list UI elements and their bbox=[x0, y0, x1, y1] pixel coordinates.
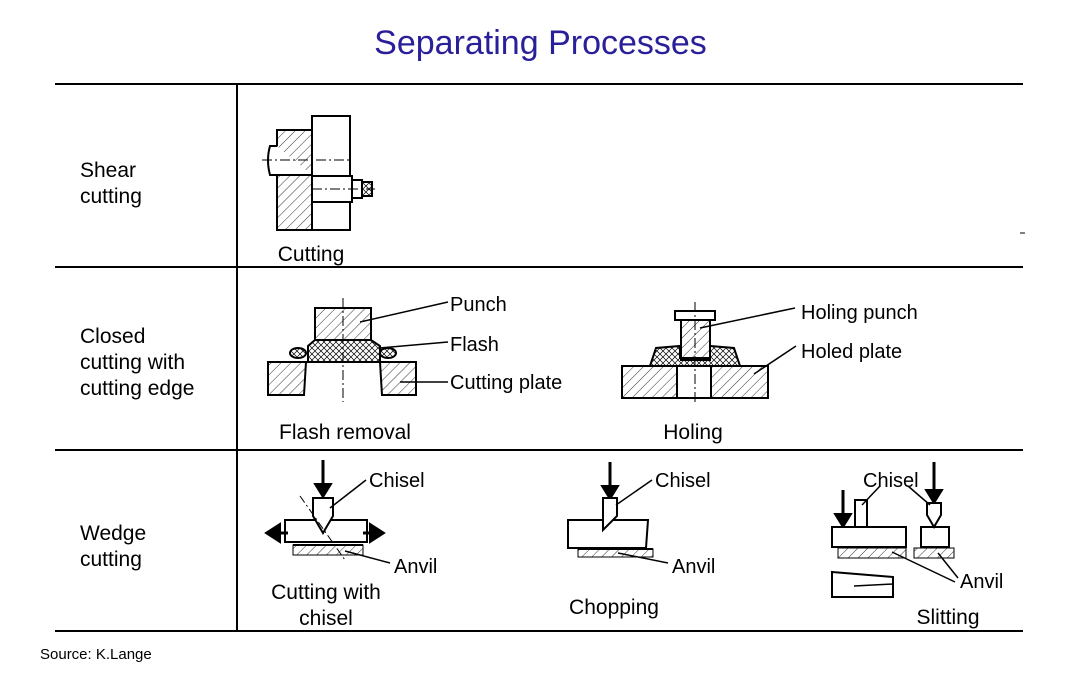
row-divider bbox=[55, 266, 1023, 268]
shear-cutting-drawing bbox=[262, 115, 375, 231]
slitting-drawing bbox=[831, 462, 959, 598]
caption-holing: Holing bbox=[643, 420, 743, 446]
caption-line: Holing bbox=[663, 421, 723, 444]
row-label-line: cutting edge bbox=[80, 377, 195, 400]
label-holed-plate: Holed plate bbox=[801, 341, 903, 363]
chisel-cutting-drawing bbox=[264, 460, 391, 564]
row-label-line: Wedge bbox=[80, 522, 147, 545]
table-top-rule bbox=[55, 83, 1023, 85]
caption-slitting: Slitting bbox=[900, 605, 996, 631]
label-chisel: Chisel bbox=[863, 470, 919, 492]
row-label-line: Closed bbox=[80, 325, 146, 348]
chopping-drawing bbox=[567, 462, 669, 564]
row-label-shear-cutting: Shear cutting bbox=[80, 158, 142, 210]
label-chisel: Chisel bbox=[655, 470, 711, 492]
caption-line: Cutting with bbox=[271, 581, 381, 604]
row-label-line: cutting bbox=[80, 185, 142, 208]
holing-drawing bbox=[621, 302, 797, 402]
flash-removal-drawing bbox=[267, 298, 449, 402]
caption-line: Flash removal bbox=[279, 421, 411, 444]
row-label-closed-cutting: Closed cutting with cutting edge bbox=[80, 324, 194, 402]
label-anvil: Anvil bbox=[960, 571, 1004, 593]
label-punch: Punch bbox=[450, 294, 507, 316]
caption-line: Chopping bbox=[569, 596, 659, 619]
label-anvil: Anvil bbox=[394, 556, 438, 578]
caption-line: Slitting bbox=[916, 606, 980, 629]
row-label-line: cutting with bbox=[80, 351, 186, 374]
label-flash: Flash bbox=[450, 334, 499, 356]
row-label-line: cutting bbox=[80, 548, 142, 571]
label-cutting-plate: Cutting plate bbox=[450, 372, 563, 394]
caption-line: chisel bbox=[299, 607, 353, 630]
page-title: Separating Processes bbox=[374, 24, 707, 62]
column-divider bbox=[236, 84, 238, 631]
table-bottom-rule bbox=[55, 630, 1023, 632]
caption-cutting-with-chisel: Cutting with chisel bbox=[256, 580, 396, 632]
row-divider bbox=[55, 449, 1023, 451]
label-anvil: Anvil bbox=[672, 556, 716, 578]
label-holing-punch: Holing punch bbox=[801, 302, 918, 324]
caption-chopping: Chopping bbox=[550, 595, 678, 621]
label-chisel: Chisel bbox=[369, 470, 425, 492]
caption-line: Cutting bbox=[277, 243, 345, 266]
caption-flash-removal: Flash removal bbox=[262, 420, 428, 446]
row-label-line: Shear bbox=[80, 159, 137, 182]
caption-cutting: Cutting bbox=[262, 242, 360, 268]
row-label-wedge-cutting: Wedge cutting bbox=[80, 521, 146, 573]
source-note: Source: K.Lange bbox=[40, 646, 152, 663]
